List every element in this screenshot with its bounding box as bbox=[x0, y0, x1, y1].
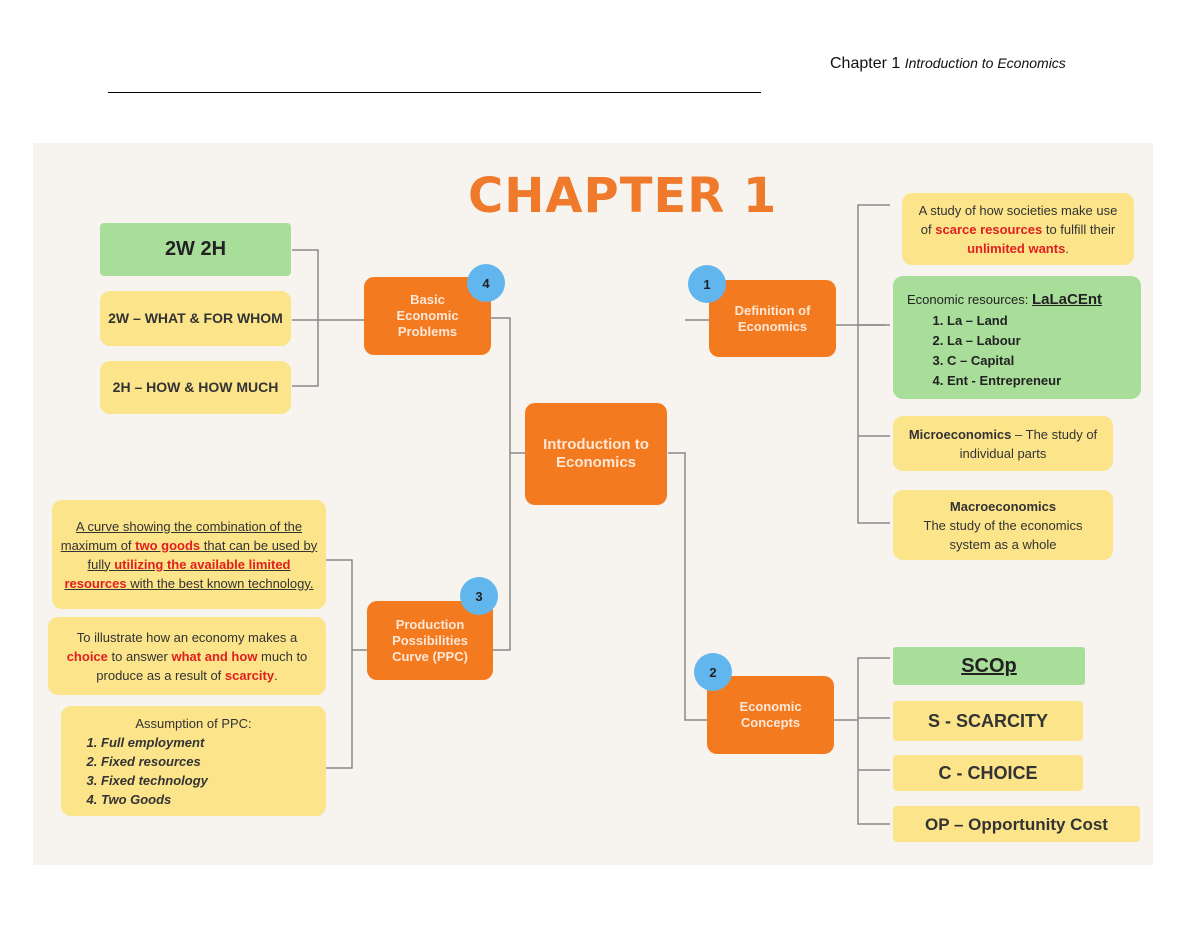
chapter-label: Chapter 1 bbox=[830, 55, 901, 72]
ppc-def-text-2: that can be used by fully bbox=[87, 537, 318, 572]
header-rule bbox=[108, 92, 761, 93]
definition-node: Definition of Economics bbox=[709, 280, 836, 357]
ppc-node: Production Possibilities Curve (PPC) bbox=[367, 601, 493, 680]
assumption-item: Fixed technology bbox=[101, 771, 208, 790]
concepts-node: Economic Concepts bbox=[707, 676, 834, 754]
micro-desc: – The study of individual parts bbox=[959, 426, 1098, 461]
assumption-item: Full employment bbox=[101, 733, 208, 752]
macro-term: Macroeconomics bbox=[949, 498, 1057, 514]
chapter-subtitle: Introduction to Economics bbox=[904, 55, 1066, 71]
micro-box: Microeconomics – The study of individual… bbox=[893, 416, 1113, 471]
concept-scarcity: S - SCARCITY bbox=[893, 701, 1083, 741]
page-header: Chapter 1 Introduction to Economics bbox=[830, 55, 1066, 73]
basic-item-2w2h: 2W 2H bbox=[100, 223, 291, 276]
ppc-def-two-goods: two goods bbox=[135, 537, 201, 553]
ppc-purpose-text-2: to answer bbox=[107, 648, 172, 664]
ppc-number-badge: 3 bbox=[460, 577, 498, 615]
resource-item: La – Labour bbox=[947, 331, 1102, 351]
ppc-purpose-box: To illustrate how an economy makes a cho… bbox=[48, 617, 326, 695]
assumption-item: Fixed resources bbox=[101, 752, 208, 771]
ppc-purpose-what-how: what and how bbox=[171, 648, 258, 664]
macro-box: Macroeconomics The study of the economic… bbox=[893, 490, 1113, 560]
ppc-purpose-choice: choice bbox=[66, 648, 108, 664]
concept-scop: SCOp bbox=[893, 647, 1085, 685]
macro-desc: The study of the economics system as a w… bbox=[923, 517, 1083, 552]
resources-prefix: Economic resources: bbox=[907, 292, 1032, 307]
assumption-item: Two Goods bbox=[101, 790, 208, 809]
basic-item-2h: 2H – HOW & HOW MUCH bbox=[100, 361, 291, 414]
basic-number-badge: 4 bbox=[467, 264, 505, 302]
ppc-purpose-scarcity: scarcity bbox=[224, 667, 275, 683]
concept-choice: C - CHOICE bbox=[893, 755, 1083, 791]
center-node: Introduction to Economics bbox=[525, 403, 667, 505]
resources-list: La – Land La – Labour C – Capital Ent - … bbox=[907, 311, 1102, 391]
definition-study-box: A study of how societies make use of sca… bbox=[902, 193, 1134, 265]
study-text-2: to fulfill their bbox=[1042, 221, 1116, 237]
resource-item: Ent - Entrepreneur bbox=[947, 371, 1102, 391]
concepts-number-badge: 2 bbox=[694, 653, 732, 691]
ppc-def-resources: utilizing the available limited resource… bbox=[64, 556, 291, 591]
resource-item: C – Capital bbox=[947, 351, 1102, 371]
ppc-purpose-text-1: To illustrate how an economy makes a bbox=[76, 629, 298, 645]
ppc-purpose-text-3: much to produce as a result of bbox=[96, 648, 308, 683]
diagram-title: CHAPTER 1 bbox=[468, 168, 778, 224]
ppc-def-text-1: A curve showing the combination of the m… bbox=[60, 518, 303, 553]
concept-opportunity-cost: OP – Opportunity Cost bbox=[893, 806, 1140, 842]
resource-item: La – Land bbox=[947, 311, 1102, 331]
micro-term: Microeconomics bbox=[908, 426, 1012, 442]
study-wants: unlimited wants bbox=[967, 240, 1066, 256]
resources-acronym: LaLaCEnt bbox=[1032, 291, 1103, 308]
ppc-def-text-3: with the best known technology. bbox=[126, 575, 314, 591]
resources-box: Economic resources: LaLaCEnt La – Land L… bbox=[893, 276, 1141, 399]
assumption-list: Full employment Fixed resources Fixed te… bbox=[79, 733, 208, 809]
ppc-definition-box: A curve showing the combination of the m… bbox=[52, 500, 326, 609]
study-scarce: scarce resources bbox=[935, 221, 1043, 237]
basic-item-2w: 2W – WHAT & FOR WHOM bbox=[100, 291, 291, 346]
ppc-assumption-box: Assumption of PPC: Full employment Fixed… bbox=[61, 706, 326, 816]
study-text-3: . bbox=[1065, 240, 1069, 256]
definition-number-badge: 1 bbox=[688, 265, 726, 303]
ppc-purpose-text-4: . bbox=[274, 667, 278, 683]
study-text-1: A study of how societies make use of bbox=[918, 202, 1118, 237]
assumption-title: Assumption of PPC: bbox=[135, 715, 252, 731]
